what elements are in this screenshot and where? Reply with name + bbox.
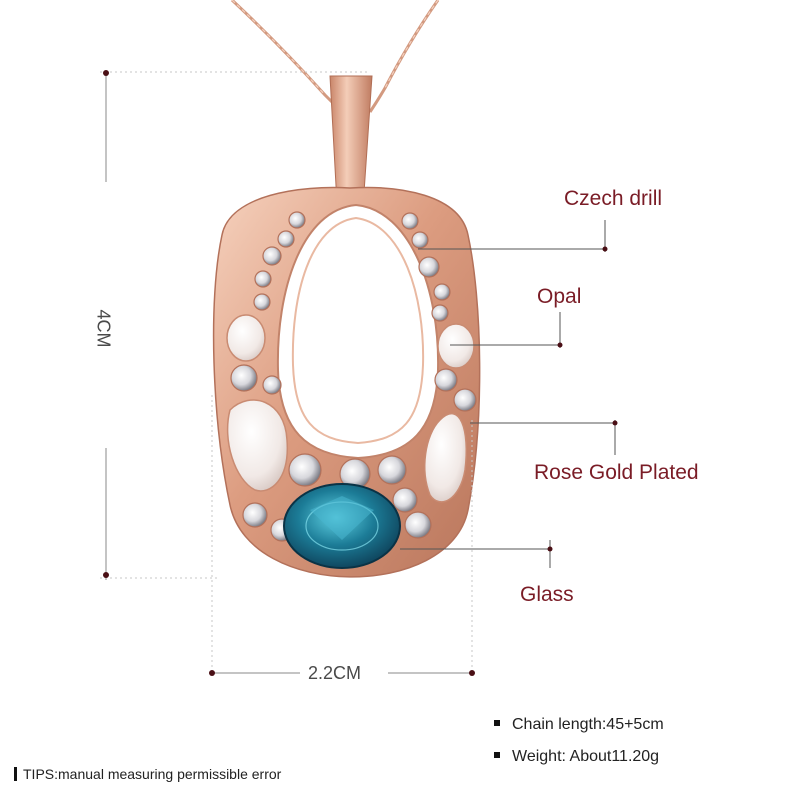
- spec-weight: Weight: About11.20g: [494, 748, 659, 766]
- tips-note: TIPS:manual measuring permissible error: [14, 766, 281, 782]
- tips-text: TIPS:manual measuring permissible error: [23, 766, 282, 782]
- width-dimension: [211, 395, 473, 674]
- label-opal: Opal: [537, 285, 582, 308]
- bullet-icon: [494, 719, 500, 726]
- leader-lines: [400, 248, 615, 550]
- czech-drill-crystals: [230, 211, 477, 542]
- height-label: 4CM: [93, 309, 114, 348]
- label-rose-gold-plated: Rose Gold Plated: [534, 461, 699, 484]
- bullet-icon: [494, 751, 500, 758]
- spec-text: Chain length:45+5cm: [512, 716, 664, 733]
- rose-gold-frame: [212, 186, 481, 578]
- spec-text: Weight: About11.20g: [512, 748, 660, 765]
- opal-stones: [226, 314, 475, 503]
- leader-dots: [547, 246, 618, 552]
- leader-tick-marks: [549, 220, 616, 568]
- glass-stone: [283, 483, 401, 569]
- label-glass: Glass: [520, 583, 574, 606]
- label-czech-drill: Czech drill: [564, 187, 663, 210]
- width-label: 2.2CM: [308, 663, 362, 683]
- spec-chain-length: Chain length:45+5cm: [494, 716, 664, 734]
- bar-icon: [14, 767, 17, 782]
- height-dimension: [100, 71, 370, 580]
